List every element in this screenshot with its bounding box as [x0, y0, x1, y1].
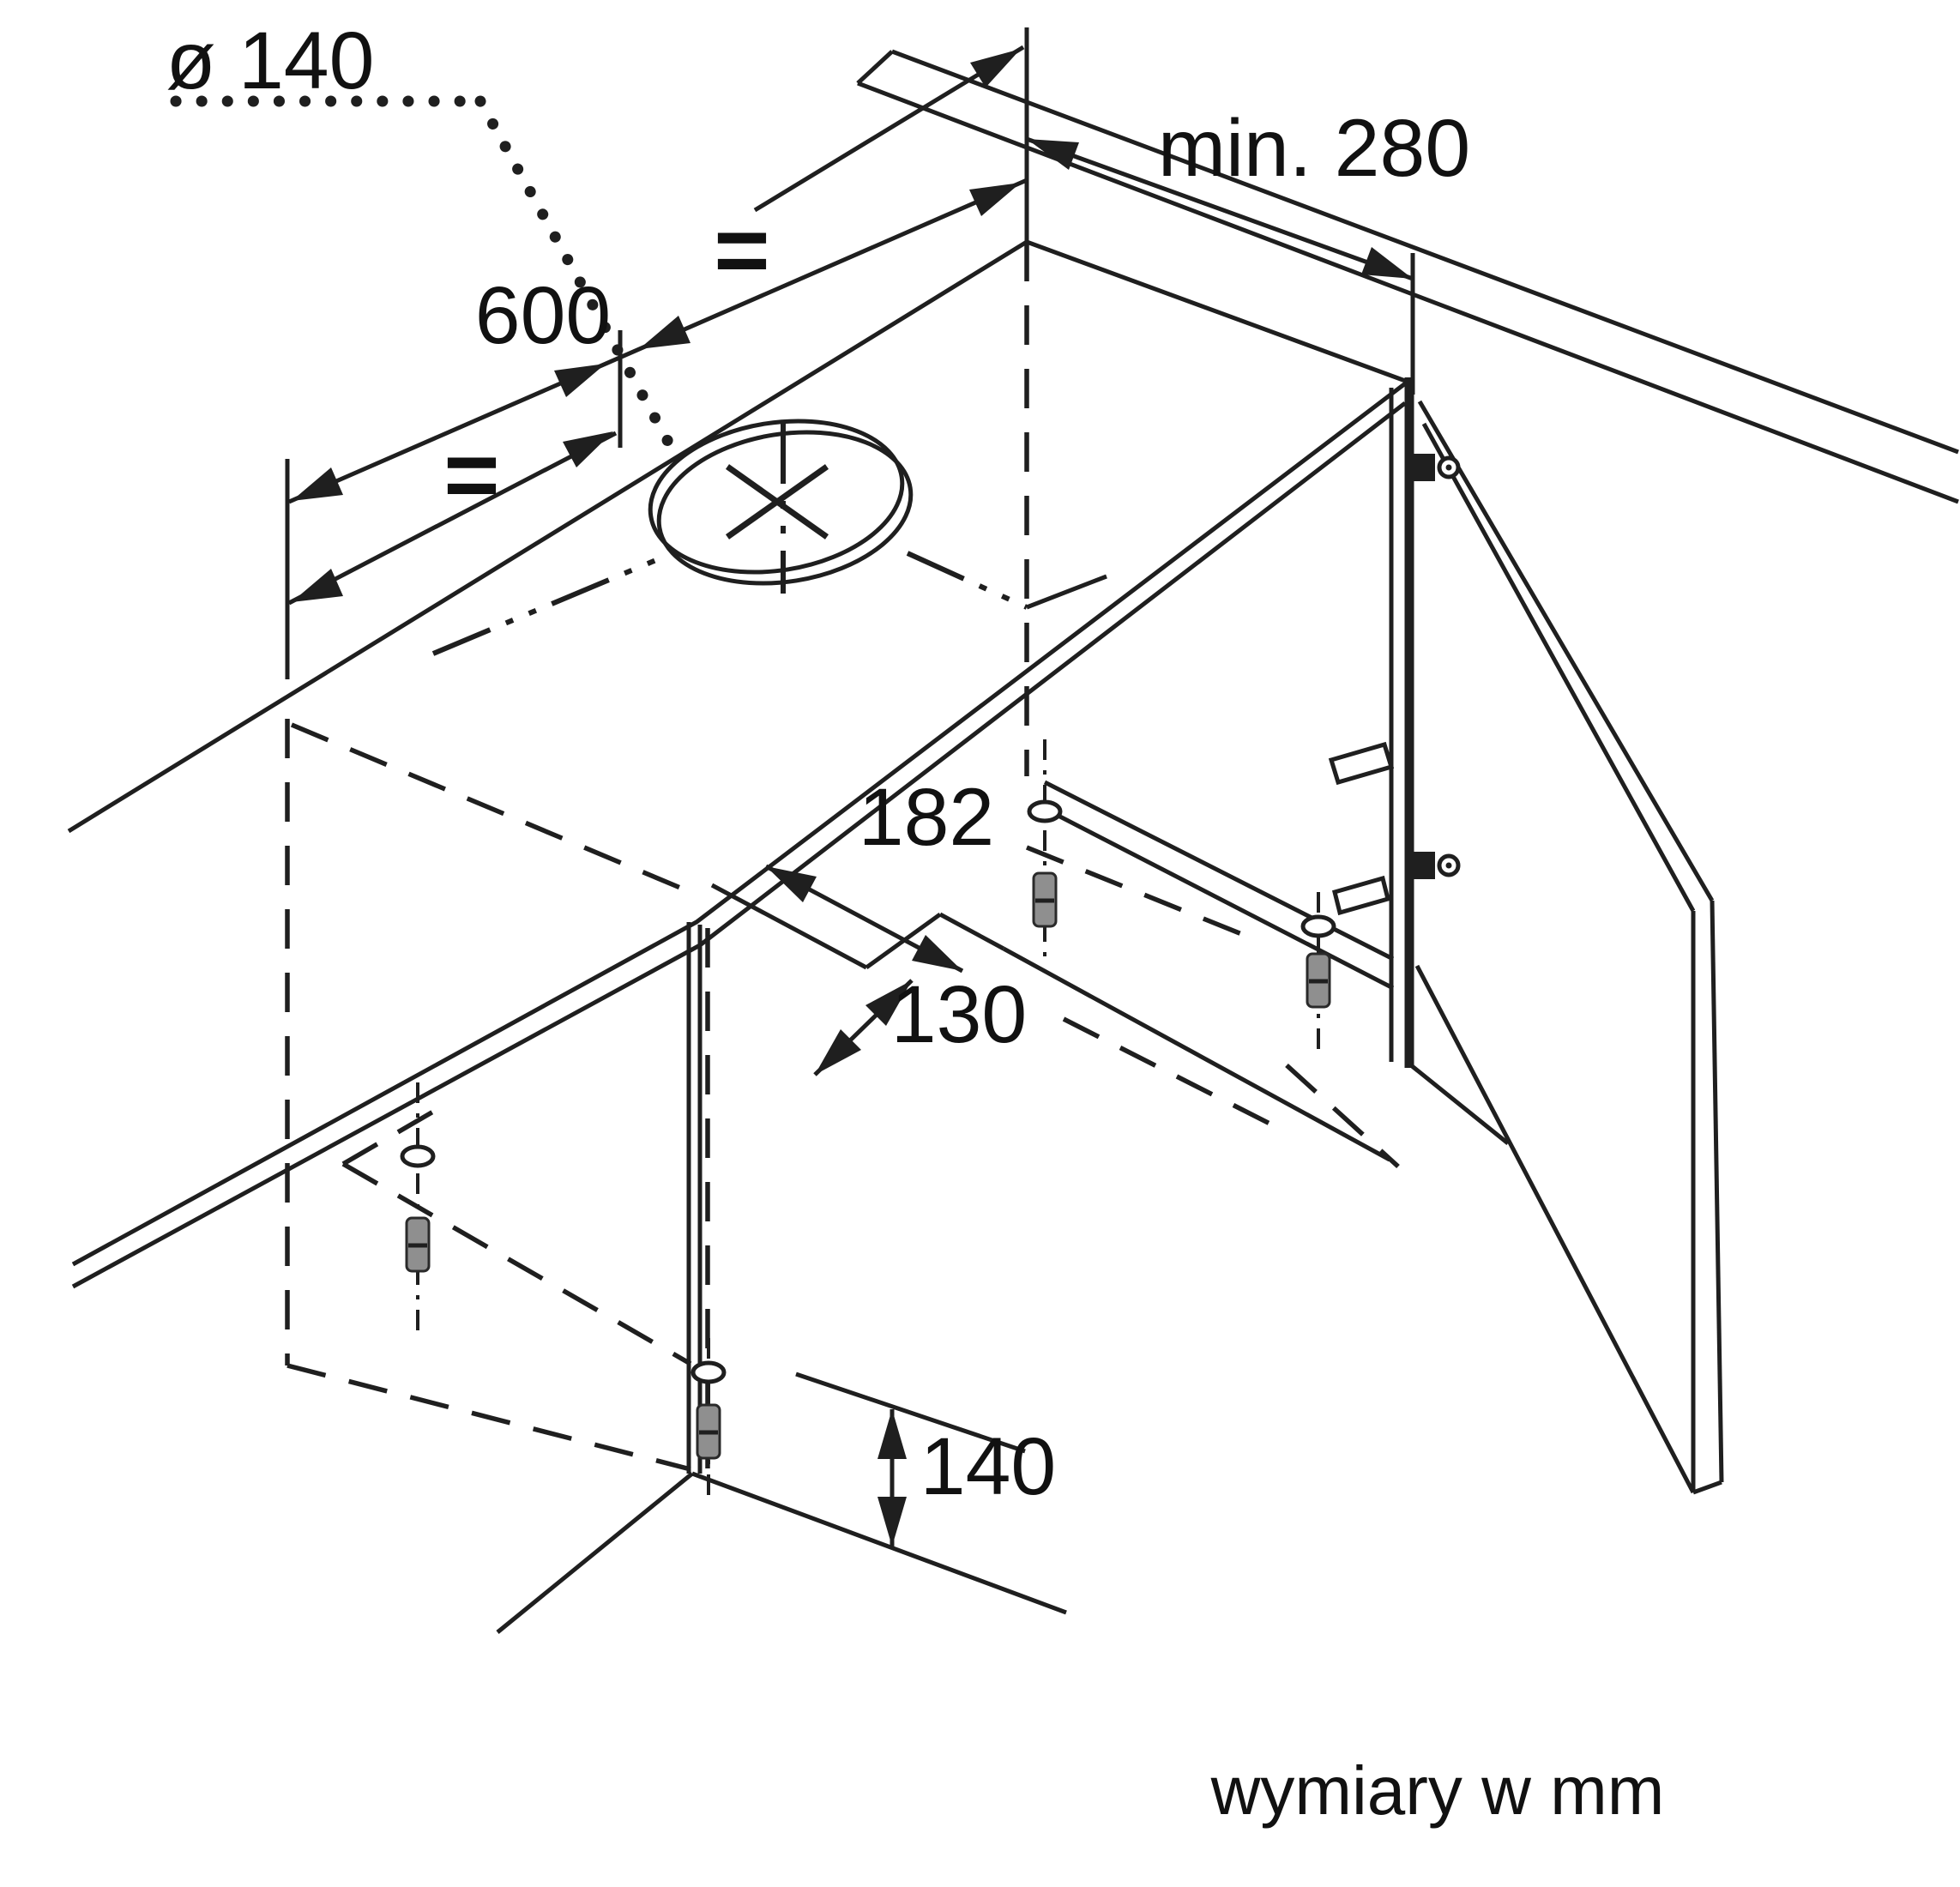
- arrowhead: [554, 364, 606, 397]
- panel-right-edge: [1026, 239, 1408, 384]
- arrowhead: [1027, 139, 1079, 170]
- arrowhead: [912, 935, 962, 971]
- label-front-height: 140: [920, 1421, 1057, 1512]
- door-right-edge: [1710, 900, 1724, 1483]
- label-cutout-length: 182: [859, 772, 995, 863]
- duct-hole: [431, 419, 1107, 656]
- arrowhead: [292, 467, 343, 501]
- dimension-140: [795, 1372, 1026, 1546]
- door-top-edge-inner: [1421, 422, 1696, 913]
- right-wall-and-door: [1389, 377, 1724, 1495]
- screw-centre: [1027, 739, 1063, 959]
- screw-front-left: [691, 1338, 727, 1499]
- fixing-tab-icon: [1328, 741, 1395, 786]
- centre-cross-stroke-2: [725, 464, 829, 540]
- tick-upper: [795, 1372, 1026, 1454]
- hinge-bottom: [1411, 852, 1461, 879]
- centre-line-right: [906, 551, 1028, 610]
- wall-bottom-edge: [1409, 1064, 1510, 1145]
- bottom-left-edge: [496, 1472, 694, 1634]
- hidden-bottom-right-edge: [1285, 1063, 1400, 1169]
- hole-rim-inner: [648, 419, 905, 575]
- label-hole-diameter: ø 140: [166, 15, 375, 106]
- door-lower-edge: [1414, 964, 1696, 1494]
- label-cutout-width: 130: [891, 969, 1028, 1060]
- arrowhead: [877, 1497, 907, 1546]
- diameter-leader: [170, 95, 684, 465]
- washer-icon: [400, 1144, 436, 1168]
- arrowhead: [563, 431, 613, 467]
- hidden-hood-outline: [285, 242, 1400, 1472]
- arrowhead: [969, 183, 1021, 216]
- hidden-top-right-edge: [1025, 845, 1245, 937]
- hidden-top-left-edge: [290, 722, 692, 895]
- shelf-back-edge: [1043, 780, 1395, 962]
- shelf-back-edge-inner: [1052, 811, 1395, 991]
- hinge-block: [1411, 852, 1435, 879]
- hidden-shelf-edge: [341, 1161, 692, 1366]
- screw-left: [400, 1082, 436, 1336]
- shelf-with-cutout: [710, 780, 1395, 1162]
- hidden-bottom-left-edge: [286, 1363, 691, 1472]
- bottom-front-edge: [691, 1471, 1067, 1615]
- arrowhead: [877, 1409, 907, 1459]
- hidden-shelf-corner: [341, 1109, 435, 1167]
- wall-rail-band: [856, 49, 1959, 504]
- arrowhead: [1361, 247, 1413, 279]
- hinge-pin-centre: [1445, 862, 1452, 869]
- arrowhead: [815, 1029, 861, 1075]
- caption-units: wymiary w mm: [1210, 1752, 1665, 1829]
- dimension-130: [813, 979, 914, 1076]
- rail-lower-line: [857, 81, 1959, 504]
- top-panel: [67, 239, 1409, 1289]
- hinge-top: [1411, 454, 1461, 481]
- hinge-pin-centre: [1445, 464, 1452, 471]
- screw-right: [1300, 892, 1336, 1057]
- centre-line-kink: [1026, 574, 1107, 610]
- arrowhead: [766, 866, 817, 902]
- arrowhead: [639, 316, 691, 349]
- centre-line-left: [431, 555, 664, 656]
- hole-rim-outer: [656, 430, 914, 586]
- panel-bottom-front-edge: [71, 380, 1409, 1267]
- dimension-min-280: [1026, 136, 1415, 395]
- door-bottom-cap: [1692, 1480, 1722, 1495]
- dimension-line: [1026, 136, 1414, 281]
- cutout-back-edge: [938, 912, 1005, 951]
- label-min-depth: min. 280: [1158, 103, 1470, 194]
- equal-mark-right: =: [714, 196, 769, 304]
- label-cabinet-width: 600: [475, 270, 612, 361]
- shelf-front-edge-right: [1002, 946, 1391, 1162]
- leader-dotted-diagonal: [474, 95, 684, 465]
- shelf-front-edge-left: [710, 883, 868, 970]
- fixing-tab-icon: [1331, 875, 1391, 916]
- washer-icon: [691, 1360, 727, 1384]
- rail-upper-line: [891, 49, 1959, 455]
- washer-icon: [1027, 799, 1063, 823]
- dimension-line-equal-left: [287, 431, 618, 606]
- arrowhead: [865, 980, 912, 1026]
- arrowhead: [970, 49, 1021, 87]
- dimension-600: [285, 27, 1029, 679]
- washer-icon: [1300, 914, 1336, 938]
- arrowhead: [292, 569, 343, 602]
- door-top-edge: [1417, 400, 1715, 902]
- panel-top-front-edge: [67, 239, 1028, 834]
- hinge-block: [1411, 454, 1435, 481]
- dimension-182: [764, 864, 964, 974]
- equal-mark-left: =: [443, 421, 499, 528]
- hidden-front-right-edge: [1062, 1016, 1288, 1135]
- rail-end-cap: [856, 50, 894, 85]
